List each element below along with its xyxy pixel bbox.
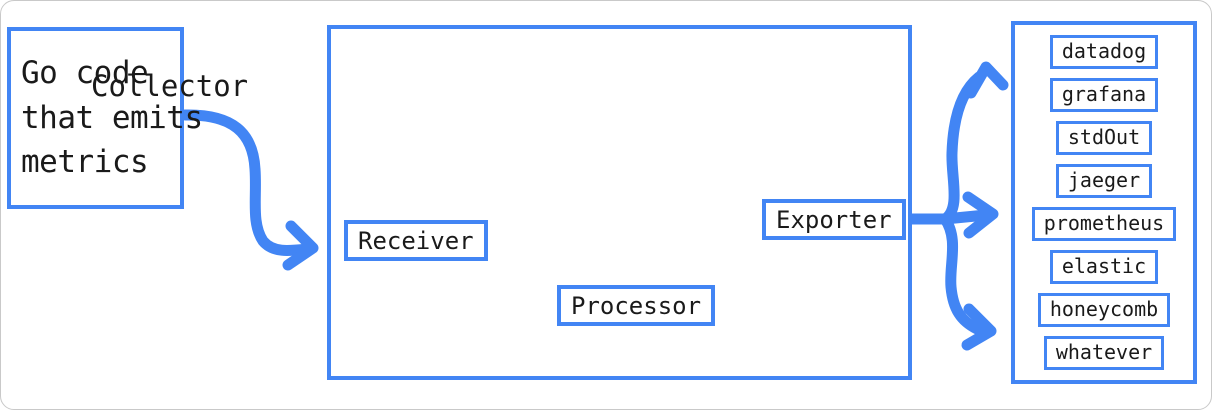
- backend-item: honeycomb: [1037, 293, 1171, 327]
- go-code-source-box: Go code that emits metrics: [7, 27, 203, 209]
- exporter-label: Exporter: [776, 205, 892, 234]
- arrow-fanout-mid: [939, 209, 992, 225]
- source-line-2: that emits: [21, 99, 203, 136]
- backend-item: elastic: [1049, 250, 1159, 284]
- backend-item: grafana: [1049, 78, 1159, 112]
- arrow-source-to-receiver: [179, 109, 313, 257]
- arrow-source-to-receiver-head: [282, 220, 319, 271]
- arrow-fanout-mid-head: [962, 191, 999, 239]
- backend-item: prometheus: [1031, 207, 1177, 241]
- collector-title: Collector: [91, 69, 249, 103]
- processor-label: Processor: [571, 291, 702, 320]
- arrow-fanout-down-head: [961, 303, 997, 351]
- exporter-node: Exporter: [762, 199, 906, 240]
- backend-item: jaeger: [1055, 164, 1153, 198]
- processor-node: Processor: [557, 285, 716, 326]
- arrow-fanout-down: [939, 213, 983, 335]
- arrow-fanout-up-head: [965, 61, 1009, 99]
- backend-item: datadog: [1049, 35, 1159, 69]
- backends-list: datadog grafana stdOut jaeger prometheus elas…: [1015, 35, 1193, 370]
- source-line-1: Go code: [21, 54, 149, 91]
- backends-container: datadog grafana stdOut jaeger prometheus elas…: [1011, 21, 1197, 384]
- arrow-fanout-up: [939, 71, 985, 225]
- backend-item: stdOut: [1055, 121, 1153, 155]
- receiver-node: Receiver: [344, 220, 488, 261]
- receiver-label: Receiver: [358, 226, 474, 255]
- backend-item: whatever: [1043, 336, 1165, 370]
- source-line-3: metrics: [21, 144, 149, 181]
